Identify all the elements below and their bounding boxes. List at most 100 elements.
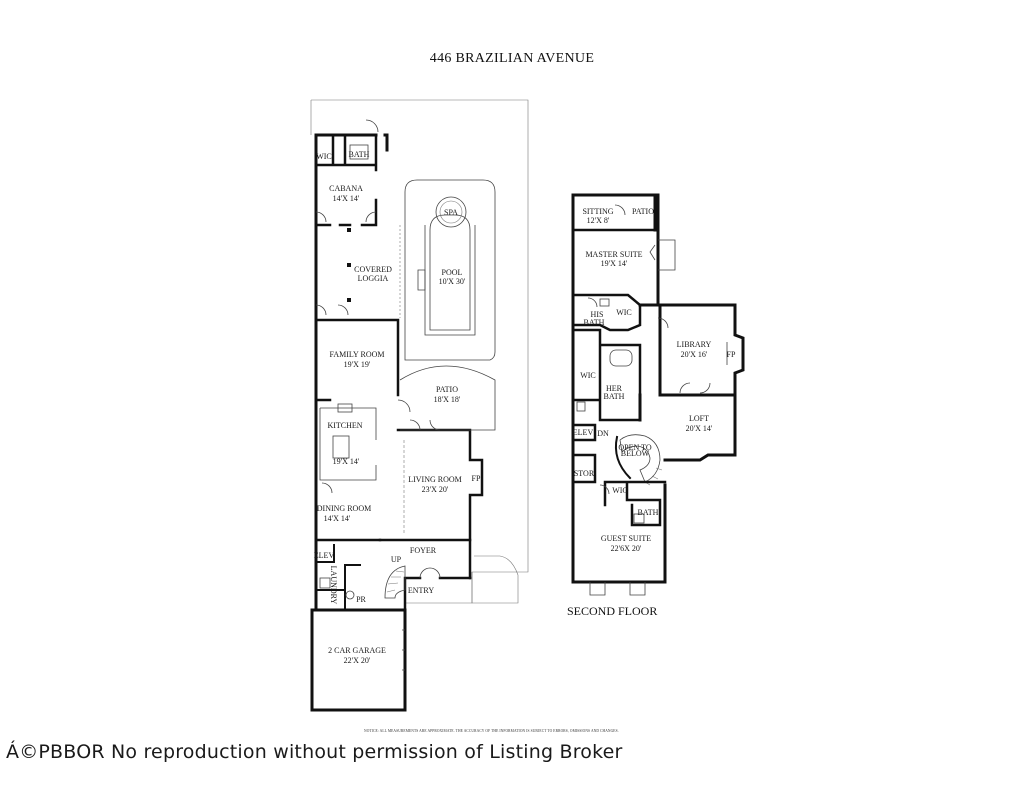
laundry-machine xyxy=(319,577,331,589)
stair xyxy=(384,565,406,599)
plan-title: 446 BRAZILIAN AVENUE xyxy=(429,51,595,66)
label-down: DN xyxy=(597,429,609,438)
label-dining-room-dim: 14'X 14' xyxy=(324,514,351,523)
cabana-south-wall xyxy=(314,198,378,227)
guest-suite-walls xyxy=(603,480,667,527)
spa xyxy=(435,196,467,228)
column xyxy=(347,263,351,267)
property-line xyxy=(311,99,529,604)
label-library-dim: 20'X 16' xyxy=(681,350,708,359)
column xyxy=(347,298,351,302)
label-laundry: LAUNDRY xyxy=(329,566,338,605)
label-foyer: FOYER xyxy=(410,546,437,555)
label-living-room-dim: 23'X 20' xyxy=(422,485,449,494)
label-guest-suite-dim: 22'6X 20' xyxy=(611,544,642,553)
master-bay-window xyxy=(658,239,676,271)
garage-marks xyxy=(402,629,405,671)
label-garage-dim: 22'X 20' xyxy=(344,656,371,665)
stair-treads xyxy=(386,570,405,593)
front-step xyxy=(471,555,519,604)
label-wic-guest: WIC xyxy=(612,486,628,495)
label-guest-bath: BATH xyxy=(638,508,659,517)
label-loft: LOFT xyxy=(689,414,709,423)
entry-doors xyxy=(419,567,441,579)
his-bath-door xyxy=(587,297,598,308)
label-spa: SPA xyxy=(444,208,458,217)
label-kitchen: KITCHEN xyxy=(327,421,362,430)
label-elevator: ELEV xyxy=(314,551,335,560)
spa-inner xyxy=(439,200,463,224)
kitchen-island xyxy=(332,435,350,459)
label-fireplace-2: FP xyxy=(727,350,736,359)
her-sink xyxy=(576,401,586,412)
cabana-door-swing xyxy=(365,119,379,133)
second-floor-exterior-wall xyxy=(571,193,667,584)
pool-step xyxy=(417,269,426,291)
copyright-watermark: Á©PBBOR No reproduction without permissi… xyxy=(6,741,623,763)
label-sitting-dim: 12'X 8' xyxy=(587,216,610,225)
his-bath-walls xyxy=(571,293,642,332)
library-door xyxy=(657,317,669,329)
label-guest-suite: GUEST SUITE xyxy=(601,534,651,543)
guest-sink xyxy=(633,513,645,524)
loggia-doors xyxy=(315,304,349,316)
measurement-notice: NOTICE: ALL MEASUREMENTS ARE APPROXIMATE… xyxy=(364,729,619,733)
label-master-suite: MASTER SUITE xyxy=(585,250,642,259)
second-floor-plan xyxy=(571,193,745,596)
label-wic-her: WIC xyxy=(580,371,596,380)
elev-stor-walls xyxy=(571,423,597,484)
label-his-bath: BATH xyxy=(584,318,605,327)
tub xyxy=(609,349,633,367)
label-patio-dim: 18'X 18' xyxy=(434,395,461,404)
first-floor-plan xyxy=(310,99,529,712)
library-walls xyxy=(656,303,745,397)
master-door xyxy=(649,244,656,261)
patio-door xyxy=(614,204,626,216)
cabana-doors xyxy=(315,211,377,223)
label-cabana: CABANA xyxy=(329,184,363,193)
second-floor-heading: SECOND FLOOR xyxy=(567,604,658,618)
label-covered: COVERED xyxy=(354,265,392,274)
label-open-to: OPEN TO xyxy=(618,443,651,452)
first-floor-labels: WIC BATH CABANA 14'X 14' SPA COVERED LOG… xyxy=(314,150,481,665)
label-garage: 2 CAR GARAGE xyxy=(328,646,386,655)
label-below: BELOW xyxy=(621,449,650,458)
label-family-room: FAMILY ROOM xyxy=(330,350,385,359)
cabana-walls xyxy=(314,133,378,172)
label-loft-dim: 20'X 14' xyxy=(686,424,713,433)
label-cabana-dim: 14'X 14' xyxy=(333,194,360,203)
dining-door xyxy=(321,482,333,494)
pool-deck xyxy=(404,179,496,361)
kitchen-counters xyxy=(319,407,377,481)
label-her-bath: BATH xyxy=(604,392,625,401)
living-room-walls xyxy=(396,428,484,580)
stair-rail xyxy=(614,435,632,480)
library-features xyxy=(679,342,728,394)
label-master-suite-dim: 19'X 14' xyxy=(601,259,628,268)
label-storage: STOR xyxy=(574,469,595,478)
label-kitchen-dim: 19'X 14' xyxy=(333,457,360,466)
label-wic-master: WIC xyxy=(616,308,632,317)
label-fireplace: FP xyxy=(472,474,481,483)
label-her: HER xyxy=(606,384,623,393)
label-wic: WIC xyxy=(316,152,332,161)
label-loggia: LOGGIA xyxy=(358,274,389,283)
label-his: HIS xyxy=(591,310,604,319)
label-powder-room: PR xyxy=(356,595,366,604)
label-library: LIBRARY xyxy=(677,340,712,349)
label-patio-2: PATIO xyxy=(632,207,654,216)
kitchen-sink xyxy=(337,403,353,413)
open-to-below-stair xyxy=(619,434,661,483)
label-pool: POOL xyxy=(442,268,463,277)
pr-fixture xyxy=(345,590,355,600)
guest-bay-windows xyxy=(589,582,646,596)
his-sink xyxy=(599,298,610,307)
label-family-room-dim: 19'X 19' xyxy=(344,360,371,369)
patio xyxy=(399,365,496,431)
label-dining-room: DINING ROOM xyxy=(317,504,371,513)
label-up: UP xyxy=(391,555,402,564)
pool xyxy=(429,214,471,331)
label-sitting: SITTING xyxy=(582,207,613,216)
column xyxy=(347,228,351,232)
